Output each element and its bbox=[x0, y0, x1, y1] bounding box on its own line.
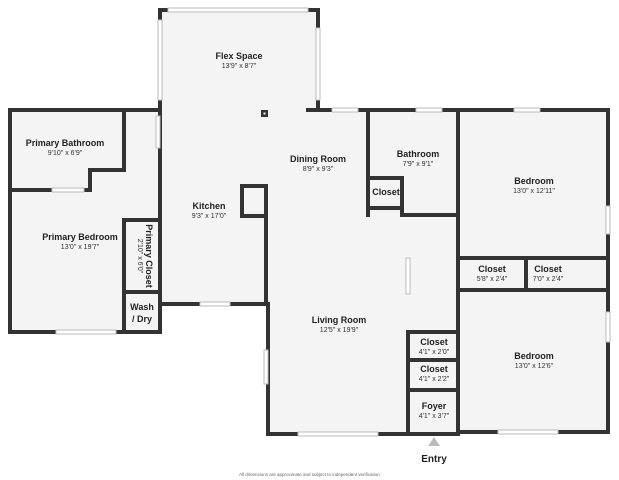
primary-closet-dims: 2'10" x 6'0" bbox=[136, 239, 143, 274]
entry-label: Entry bbox=[421, 454, 447, 465]
floor-areas bbox=[10, 10, 608, 434]
entry-arrow-icon bbox=[428, 437, 440, 446]
primary-bathroom-name: Primary Bathroom bbox=[26, 138, 105, 148]
closet-4-name: Closet bbox=[420, 364, 448, 374]
foyer-name: Foyer bbox=[422, 401, 447, 411]
kitchen-dims: 9'3" x 17'0" bbox=[192, 213, 227, 220]
room-labels: Flex Space 13'9" x 8'7" Dining Room 8'9"… bbox=[26, 51, 564, 420]
living-room-name: Living Room bbox=[312, 315, 367, 325]
bedroom-1-dims: 13'0" x 12'11" bbox=[513, 188, 555, 195]
living-room-dims: 12'5" x 19'9" bbox=[320, 327, 359, 334]
closet-4-dims: 4'1" x 2'2" bbox=[419, 376, 450, 383]
bedroom-2-dims: 13'0" x 12'6" bbox=[515, 363, 554, 370]
primary-bathroom-dims: 9'10" x 6'9" bbox=[48, 150, 83, 157]
bedroom-2-name: Bedroom bbox=[514, 351, 554, 361]
closet-3-dims: 4'1" x 2'0" bbox=[419, 349, 450, 356]
closet-3-name: Closet bbox=[420, 337, 448, 347]
bathroom-dims: 7'9" x 9'1" bbox=[403, 161, 434, 168]
closet-1-name: Closet bbox=[478, 264, 506, 274]
dining-room-dims: 8'9" x 9'3" bbox=[303, 166, 334, 173]
primary-closet-name: Primary Closet bbox=[144, 224, 154, 288]
closet-2-name: Closet bbox=[534, 264, 562, 274]
hall-closet-name: Closet bbox=[372, 187, 400, 197]
windows bbox=[51, 7, 611, 437]
closet-1-dims: 5'8" x 2'4" bbox=[477, 276, 508, 283]
primary-closet-label: Primary Closet 2'10" x 6'0" bbox=[136, 224, 154, 288]
bathroom-name: Bathroom bbox=[397, 149, 440, 159]
closet-2-dims: 7'0" x 2'4" bbox=[533, 276, 564, 283]
wash-dry-line-2: / Dry bbox=[132, 314, 152, 324]
bedroom-1-name: Bedroom bbox=[514, 176, 554, 186]
footnote: All dimensions are approximate and subje… bbox=[239, 472, 381, 477]
primary-bedroom-dims: 13'0" x 19'7" bbox=[61, 244, 100, 251]
kitchen-name: Kitchen bbox=[192, 201, 225, 211]
foyer-dims: 4'1" x 3'7" bbox=[419, 413, 450, 420]
primary-bedroom-name: Primary Bedroom bbox=[42, 232, 118, 242]
flex-space-dims: 13'9" x 8'7" bbox=[222, 63, 257, 70]
column-post-center bbox=[263, 112, 266, 115]
flex-space-name: Flex Space bbox=[215, 51, 262, 61]
dining-room-name: Dining Room bbox=[290, 154, 346, 164]
wash-dry-line-1: Wash bbox=[130, 302, 154, 312]
